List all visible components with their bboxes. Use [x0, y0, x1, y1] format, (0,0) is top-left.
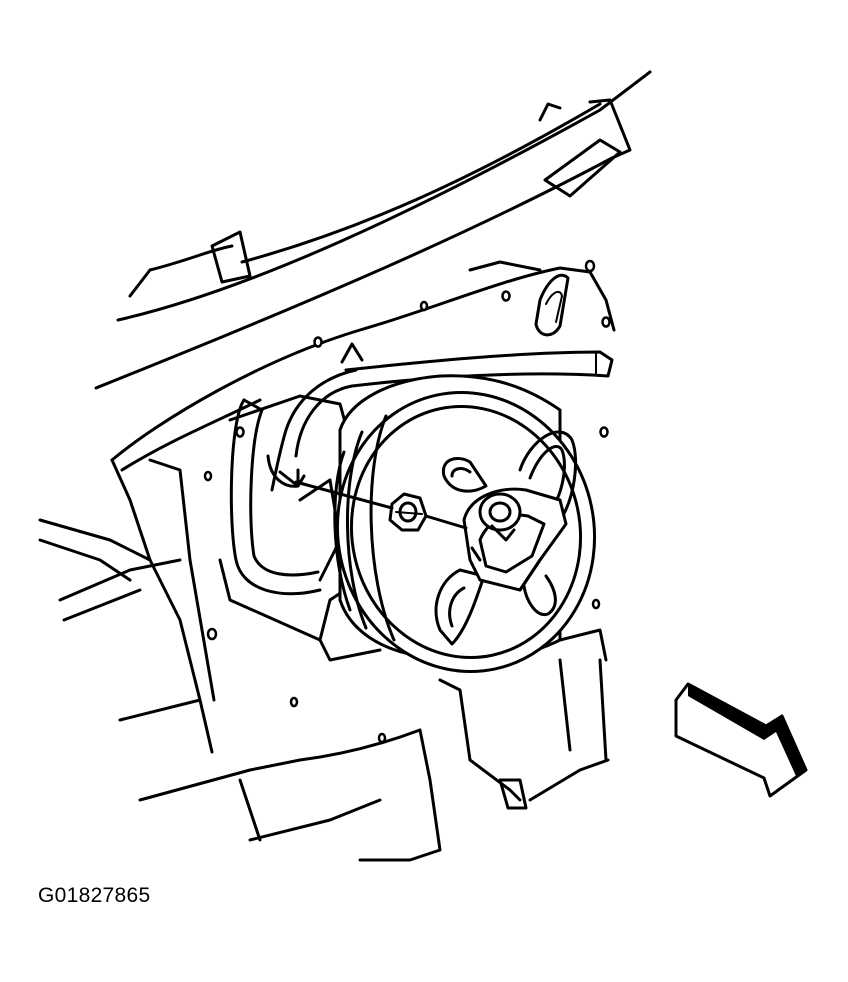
front-direction-arrow [674, 682, 808, 798]
retaining-nut [388, 492, 428, 532]
figure-id-label: G01827865 [38, 884, 151, 907]
brake-line [270, 342, 614, 492]
mounting-holes [203, 259, 611, 744]
firewall-panel [38, 260, 616, 862]
installation-guide-line [278, 470, 468, 530]
vacuum-hose [229, 398, 322, 596]
booster-stud [478, 492, 522, 542]
cowl-upper-panel [94, 70, 652, 390]
